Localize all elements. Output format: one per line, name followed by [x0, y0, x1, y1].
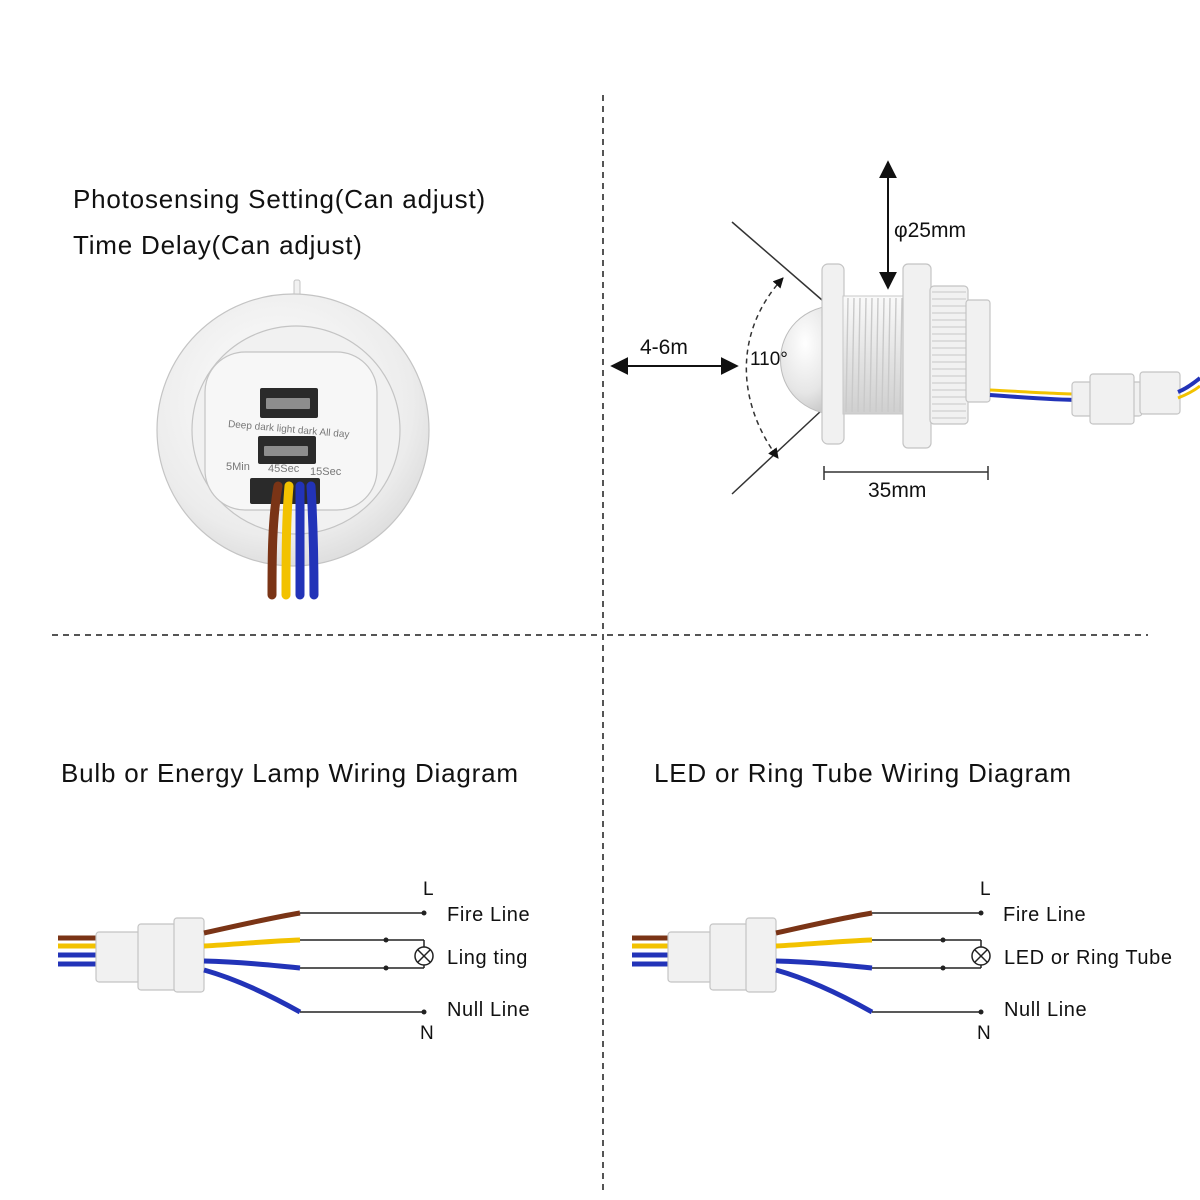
- bulb-lamp-cross-2: [417, 949, 431, 963]
- time-max-label: 15Sec: [310, 466, 342, 478]
- bulb-load-label: Ling ting: [447, 947, 529, 969]
- led-diagram-title: LED or Ring Tube Wiring Diagram: [654, 758, 1072, 788]
- wiring-bulb: [58, 910, 434, 1015]
- bulb-terminal-l: L: [423, 879, 434, 900]
- bulb-out-yellow: [203, 937, 301, 949]
- cone-line-bottom: [731, 409, 823, 495]
- bulb-connector-mid: [137, 923, 179, 991]
- led-connector-mid: [709, 923, 751, 991]
- angle-label: 110°: [750, 349, 788, 370]
- led-terminal-n: N: [977, 1023, 991, 1044]
- led-output-wires: [775, 910, 874, 1015]
- brown-wire: [267, 481, 283, 600]
- led-null-line-label: Null Line: [1004, 999, 1088, 1021]
- bulb-fire-line-label: Fire Line: [447, 904, 531, 926]
- led-out-brown: [775, 910, 873, 936]
- cone-line-top: [731, 221, 823, 301]
- light-dial-slider: [266, 398, 310, 409]
- bulb-diagram-title: Bulb or Energy Lamp Wiring Diagram: [61, 758, 519, 788]
- thread-groove: [875, 297, 879, 413]
- range-label: 4-6m: [640, 336, 688, 359]
- bulb-out-blue: [203, 958, 301, 971]
- side-cable-blue: [989, 393, 1081, 402]
- led-out-blue-null: [775, 967, 874, 1015]
- bulb-dot-load-bottom: [383, 965, 389, 971]
- time-delay-heading: Time Delay(Can adjust): [73, 230, 363, 260]
- bulb-out-blue-null: [203, 967, 302, 1015]
- side-cable-exit-yellow: [1177, 384, 1200, 400]
- thread-groove: [845, 297, 849, 413]
- thread-groove: [857, 297, 861, 413]
- cap-knurl: [932, 291, 966, 419]
- photosensing-heading: Photosensing Setting(Can adjust): [73, 184, 486, 214]
- side-connector-latch: [1089, 373, 1135, 425]
- thread-groove: [881, 297, 885, 413]
- rear-housing: [965, 299, 991, 403]
- bulb-connector-right: [173, 917, 205, 993]
- led-dot-null: [978, 1009, 984, 1015]
- led-lamp-cross-2: [974, 949, 988, 963]
- thread-groove: [887, 297, 891, 413]
- thread-groove: [863, 297, 867, 413]
- thread-grooves: [845, 297, 903, 413]
- led-dots: [940, 910, 984, 1015]
- led-load-label: LED or Ring Tube: [1004, 947, 1173, 969]
- led-terminal-l: L: [980, 879, 991, 900]
- quadrant-dividers: [52, 95, 1148, 1195]
- bulb-lamp-icon: [414, 946, 434, 966]
- time-mid-label: 45Sec: [268, 463, 300, 475]
- length-label: 35mm: [868, 479, 927, 502]
- bulb-dot-fire: [421, 910, 427, 916]
- bulb-terminal-n: N: [420, 1023, 434, 1044]
- bulb-out-brown: [203, 910, 301, 936]
- bulb-null-line-label: Null Line: [447, 999, 531, 1021]
- bulb-dots: [383, 910, 427, 1015]
- thread-groove: [869, 297, 873, 413]
- sensor-back-view: [156, 279, 430, 600]
- led-dot-load-top: [940, 937, 946, 943]
- blue-wire-2: [306, 481, 319, 600]
- thread-groove: [893, 297, 897, 413]
- bulb-input-wires: [58, 935, 100, 967]
- sensor-wires: [267, 481, 319, 600]
- led-dot-load-bottom: [940, 965, 946, 971]
- led-input-wires: [632, 935, 672, 967]
- led-out-yellow: [775, 937, 873, 949]
- thread-groove: [851, 297, 855, 413]
- time-min-label: 5Min: [226, 461, 250, 473]
- lock-nut: [902, 263, 932, 449]
- diameter-label: φ25mm: [894, 219, 966, 242]
- led-lamp-icon: [971, 946, 991, 966]
- side-cable-exit-blue: [1177, 376, 1200, 394]
- led-fire-line-label: Fire Line: [1003, 904, 1087, 926]
- side-cable-yellow: [989, 388, 1081, 396]
- led-connector-right: [745, 917, 777, 993]
- front-flange: [821, 263, 845, 445]
- thread-groove: [899, 297, 903, 413]
- bulb-lines: [300, 912, 425, 1013]
- led-lines: [872, 912, 982, 1013]
- bulb-output-wires: [203, 910, 302, 1015]
- bulb-dot-load-top: [383, 937, 389, 943]
- wiring-led: [632, 910, 991, 1015]
- bulb-dot-null: [421, 1009, 427, 1015]
- led-dot-fire: [978, 910, 984, 916]
- sensor-side-view: [610, 160, 1200, 495]
- time-dial-slider: [264, 446, 308, 456]
- yellow-wire: [281, 481, 294, 600]
- led-out-blue: [775, 958, 873, 971]
- side-connector-tail: [1139, 371, 1181, 415]
